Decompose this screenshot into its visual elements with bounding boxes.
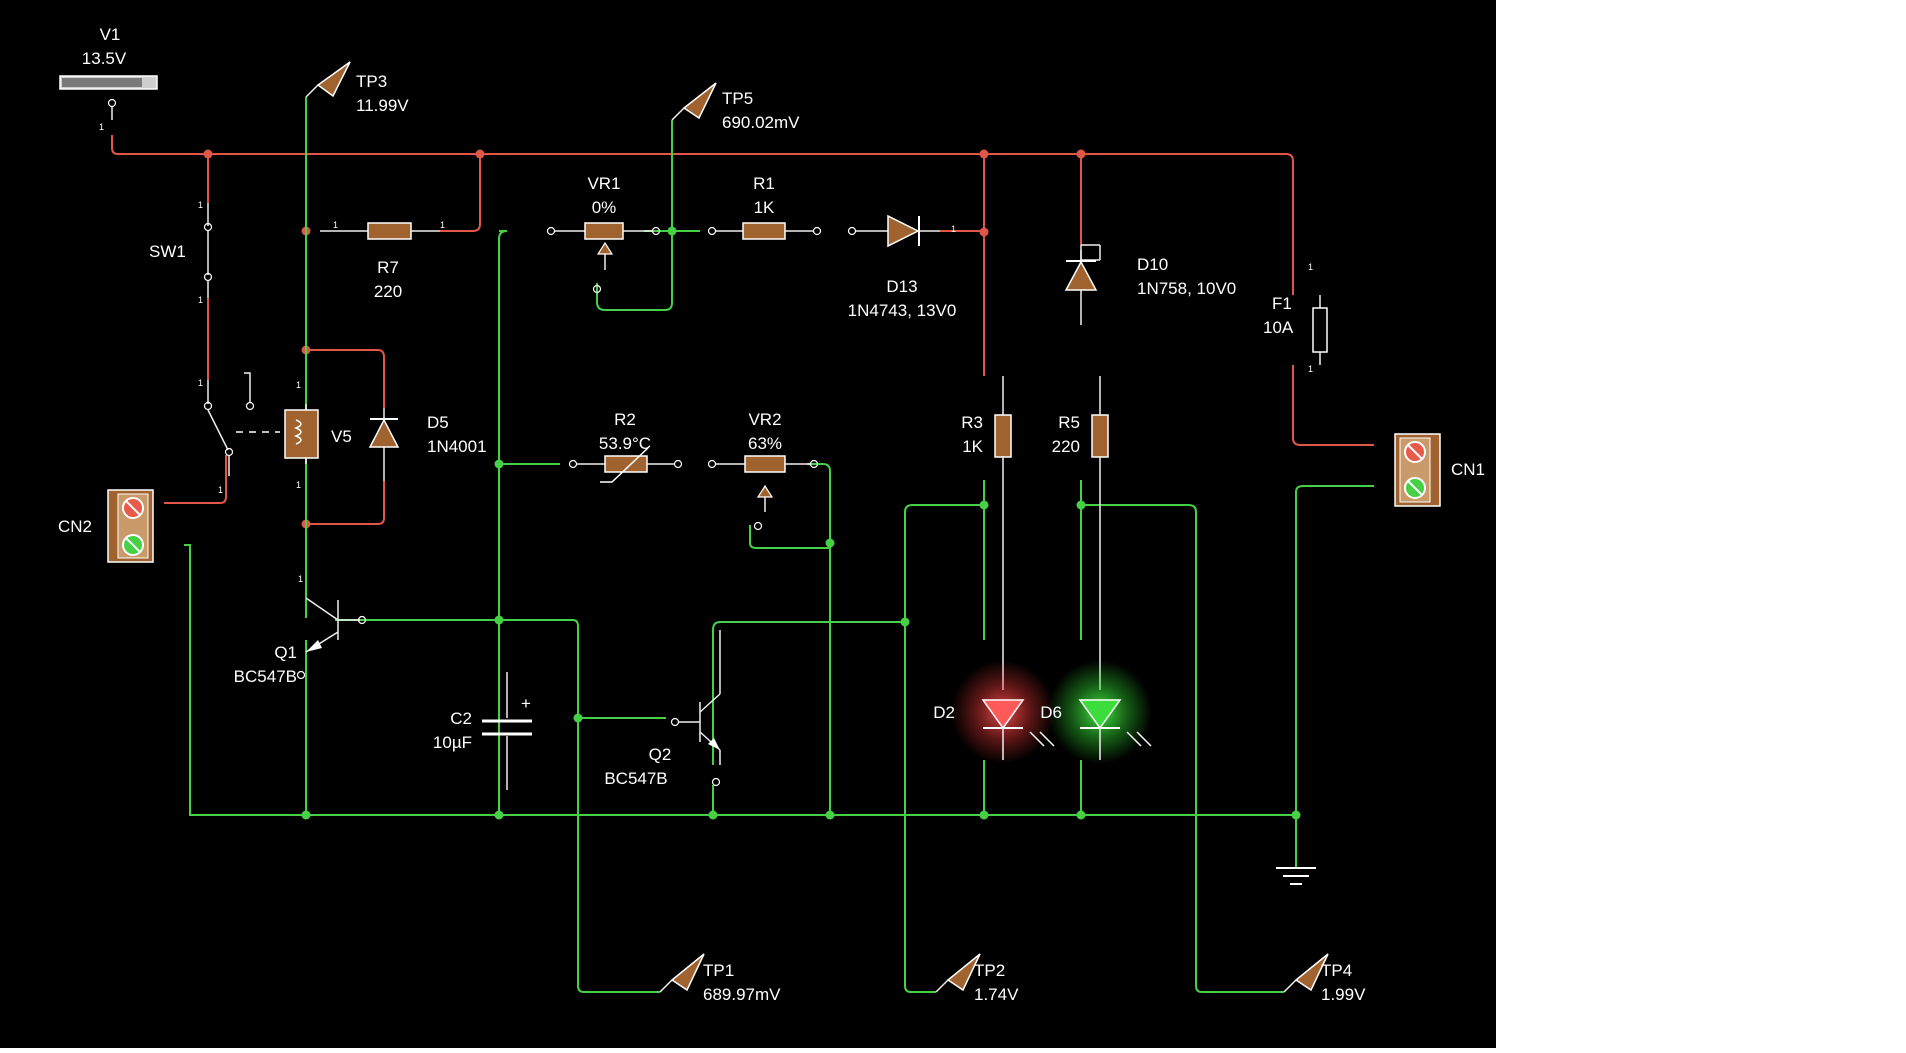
tp3-value: 11.99V [356,96,409,115]
tp2-name: TP2 [974,961,1005,980]
v5-relay-coil[interactable]: V5 1 1 [284,380,352,490]
tp5-value: 690.02mV [722,113,800,132]
ground-junctions [301,226,1301,820]
d13-value: 1N4743, 13V0 [848,301,957,320]
pin-label: 1 [440,220,445,230]
q2-value: BC547B [604,769,667,788]
r1-value: 1K [754,198,775,217]
vr2-name: VR2 [748,410,781,429]
r3-name: R3 [961,413,983,432]
cn1-connector[interactable]: CN1 [1394,433,1485,507]
r1-resistor[interactable]: R1 1K [707,174,822,240]
r5-name: R5 [1058,413,1080,432]
sw1-name: SW1 [149,242,186,261]
pin-label: 1 [198,295,203,305]
pin-label: 1 [99,122,104,132]
sw1-switch[interactable]: SW1 1 1 [149,200,213,305]
r3-value: 1K [962,437,983,456]
ground-symbol [1276,867,1316,885]
tp1-value: 689.97mV [703,985,781,1004]
d13-zener-diode[interactable]: D13 1N4743, 13V0 1 [848,214,957,320]
r2-name: R2 [614,410,636,429]
pin-label: 1 [198,200,203,210]
f1-name: F1 [1272,294,1292,313]
d6-led-green[interactable]: D6 [1040,480,1152,764]
vr1-name: VR1 [587,174,620,193]
c2-capacitor[interactable]: + C2 10µF [433,672,532,790]
cn2-name: CN2 [58,517,92,536]
tp3-name: TP3 [356,72,387,91]
pin-label: 1 [1308,262,1313,272]
v1-battery[interactable]: V1 13.5V 1 [59,25,158,132]
q2-transistor[interactable]: Q2 BC547B [604,630,721,788]
v1-name: V1 [100,25,121,44]
d6-name: D6 [1040,703,1062,722]
d13-name: D13 [886,277,917,296]
d10-zener-diode[interactable]: D10 1N758, 10V0 [1064,244,1236,325]
pin-label: 1 [296,480,301,490]
d10-value: 1N758, 10V0 [1137,279,1236,298]
q1-transistor[interactable]: Q1 BC547B 1 [234,574,367,686]
r3-resistor[interactable]: R3 1K [961,376,1012,480]
cn1-name: CN1 [1451,460,1485,479]
pin-label: 1 [198,378,203,388]
pin-label: 1 [218,485,223,495]
c2-plus: + [521,694,531,713]
pin-label: 1 [298,574,303,584]
tp4-probe[interactable]: TP4 1.99V [1283,953,1366,1004]
q1-value: BC547B [234,667,297,686]
vr2-value: 63% [748,434,782,453]
vr1-potentiometer[interactable]: VR1 0% [546,174,661,294]
d2-led-red[interactable]: D2 [933,480,1055,764]
vr1-value: 0% [592,198,617,217]
d10-name: D10 [1137,255,1168,274]
ground-net[interactable] [184,97,1374,993]
f1-fuse[interactable]: F1 10A 1 1 [1263,262,1328,374]
f1-value: 10A [1263,318,1294,337]
canvas-background [0,0,1496,1048]
r7-value: 220 [374,282,402,301]
tp2-value: 1.74V [974,985,1019,1004]
d5-diode[interactable]: D5 1N4001 [368,408,487,481]
r1-name: R1 [753,174,775,193]
c2-name: C2 [450,709,472,728]
positive-junctions [203,149,1086,529]
relay-contact[interactable]: 1 1 [198,372,280,495]
tp4-value: 1.99V [1321,985,1366,1004]
d5-value: 1N4001 [427,437,487,456]
c2-value: 10µF [433,733,472,752]
r2-value: 53.9°C [599,434,651,453]
v1-value: 13.5V [82,49,127,68]
d2-name: D2 [933,703,955,722]
r5-value: 220 [1052,437,1080,456]
vr2-potentiometer[interactable]: VR2 63% [707,410,819,531]
q2-name: Q2 [649,745,672,764]
cn2-connector[interactable]: CN2 [58,489,154,563]
pin-label: 1 [333,220,338,230]
tp3-probe[interactable]: TP3 11.99V [305,61,409,115]
tp1-name: TP1 [703,961,734,980]
r7-name: R7 [377,258,399,277]
tp4-name: TP4 [1321,961,1352,980]
v5-name: V5 [331,427,352,446]
pin-label: 1 [951,224,956,234]
r5-resistor[interactable]: R5 220 [1052,376,1109,480]
pin-label: 1 [296,380,301,390]
tp1-probe[interactable]: TP1 689.97mV [659,953,781,1004]
tp5-probe[interactable]: TP5 690.02mV [671,82,800,132]
q1-name: Q1 [274,643,297,662]
d5-name: D5 [427,413,449,432]
tp2-probe[interactable]: TP2 1.74V [935,953,1019,1004]
tp5-name: TP5 [722,89,753,108]
r2-thermistor[interactable]: R2 53.9°C [568,410,683,483]
r7-resistor[interactable]: R7 220 1 1 [320,220,445,301]
pin-label: 1 [1308,364,1313,374]
